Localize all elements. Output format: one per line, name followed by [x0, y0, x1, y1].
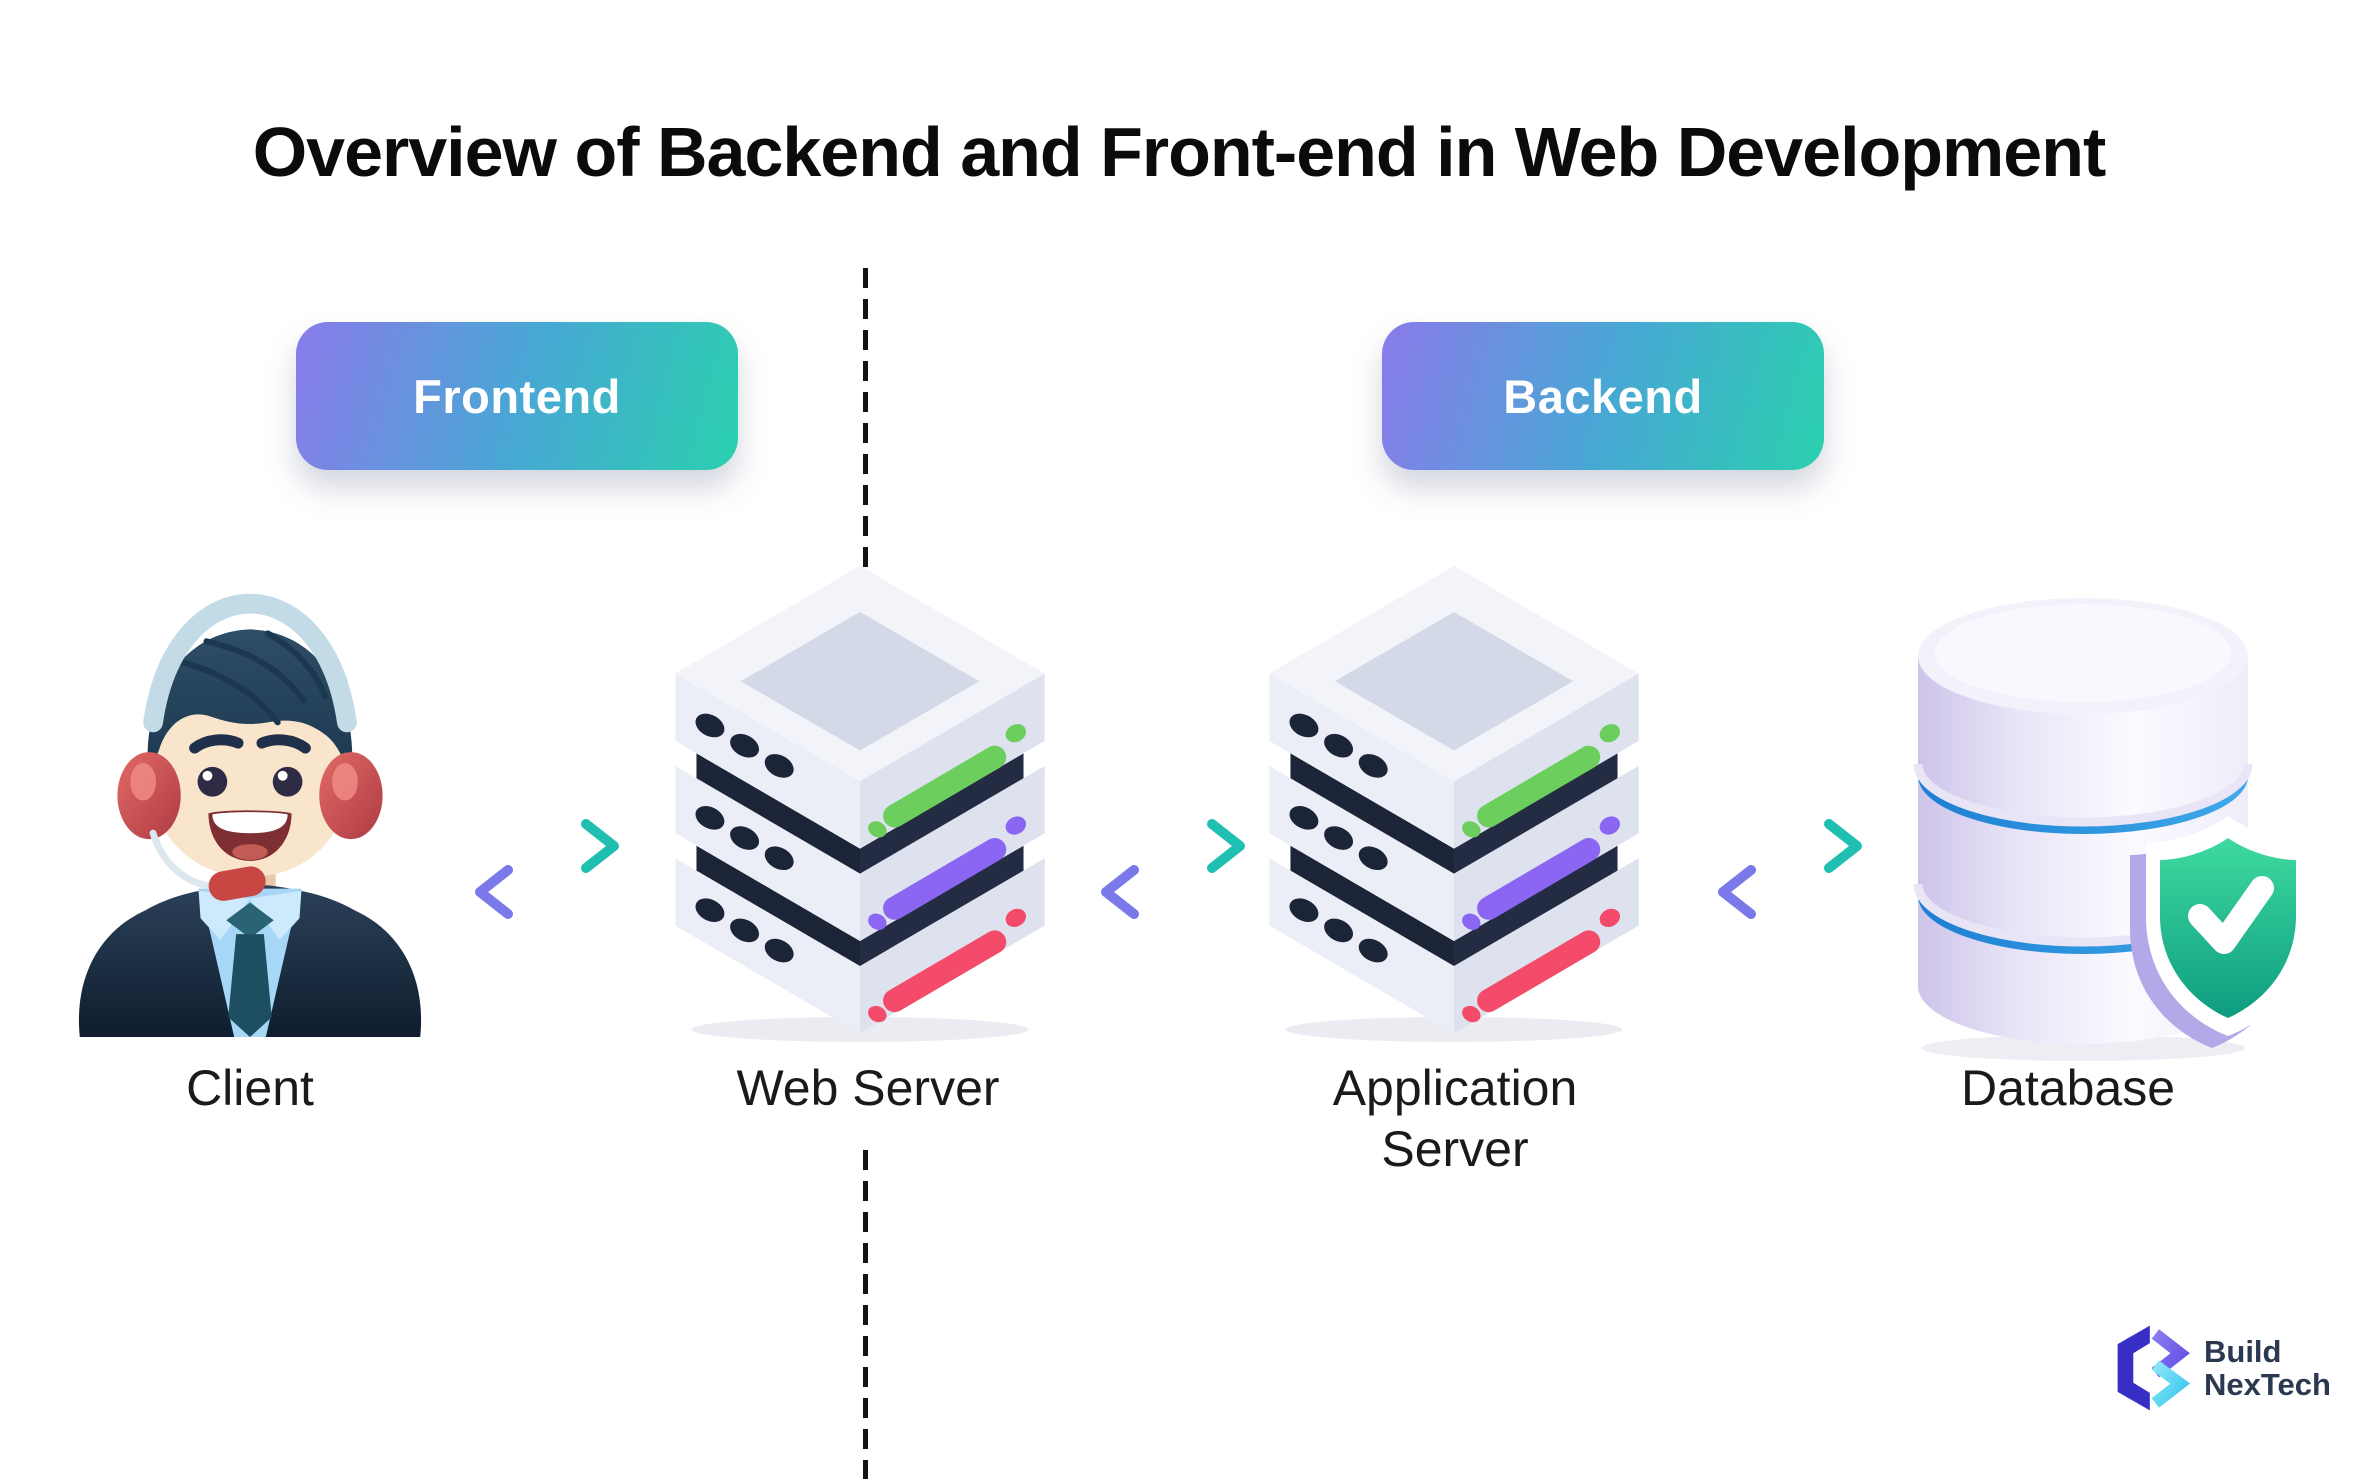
- client-person-headset-illustration: [78, 593, 422, 1037]
- server-unit-middle: [675, 765, 1045, 941]
- brand-logo: Build NexTech: [2102, 1322, 2331, 1414]
- client-eye-left: [197, 766, 228, 797]
- server-led-bar-green: [883, 745, 1007, 828]
- server-led-bar-green: [1477, 745, 1601, 828]
- web-server-label: Web Server: [736, 1060, 1000, 1116]
- server-stack-icon: [675, 565, 1045, 1042]
- connection-client-webserver: [456, 819, 638, 919]
- server-unit-bottom: [1269, 858, 1639, 1034]
- client-label: Client: [186, 1060, 314, 1116]
- server-led-bar-red: [1477, 930, 1601, 1013]
- buildnextech-hexagon-b-logo-icon: [2117, 1325, 2191, 1411]
- client-tie-knot: [226, 902, 274, 939]
- database-label: Database: [1960, 1060, 2176, 1116]
- server-stack-icon: [1269, 565, 1639, 1042]
- connection-webserver-appserver: [1082, 819, 1264, 919]
- brand-name-line1: Build: [2204, 1333, 2282, 1369]
- server-unit-bottom: [675, 858, 1045, 1034]
- server-led-bar-red: [883, 930, 1007, 1013]
- headset-mic: [208, 866, 266, 901]
- frontend-badge: Frontend: [296, 322, 738, 470]
- database-cylinder-shield-check-icon: [1913, 598, 2310, 1061]
- backend-badge-label: Backend: [1503, 369, 1703, 423]
- shield-check-icon: [2130, 816, 2310, 1048]
- dashed-divider-top: [863, 268, 868, 590]
- server-unit-top: [1269, 565, 1639, 849]
- headset-band: [143, 593, 357, 733]
- server-led-bar-purple: [883, 838, 1007, 920]
- connection-appserver-database: [1699, 819, 1881, 919]
- client-eye-right: [272, 766, 303, 797]
- dashed-divider-bottom: [863, 1150, 868, 1479]
- brand-name-line2: NexTech: [2204, 1367, 2331, 1402]
- page-title: Overview of Backend and Front-end in Web…: [252, 113, 2107, 191]
- backend-badge: Backend: [1382, 322, 1824, 470]
- brand-logo-text: Build NexTech: [2204, 1333, 2331, 1402]
- client-tie: [228, 934, 272, 1037]
- check-icon: [2188, 876, 2274, 954]
- frontend-badge-label: Frontend: [413, 369, 621, 423]
- server-led-bar-purple: [1477, 838, 1601, 920]
- server-unit-middle: [1269, 765, 1639, 941]
- application-server-label: Application Server: [1332, 1060, 1578, 1177]
